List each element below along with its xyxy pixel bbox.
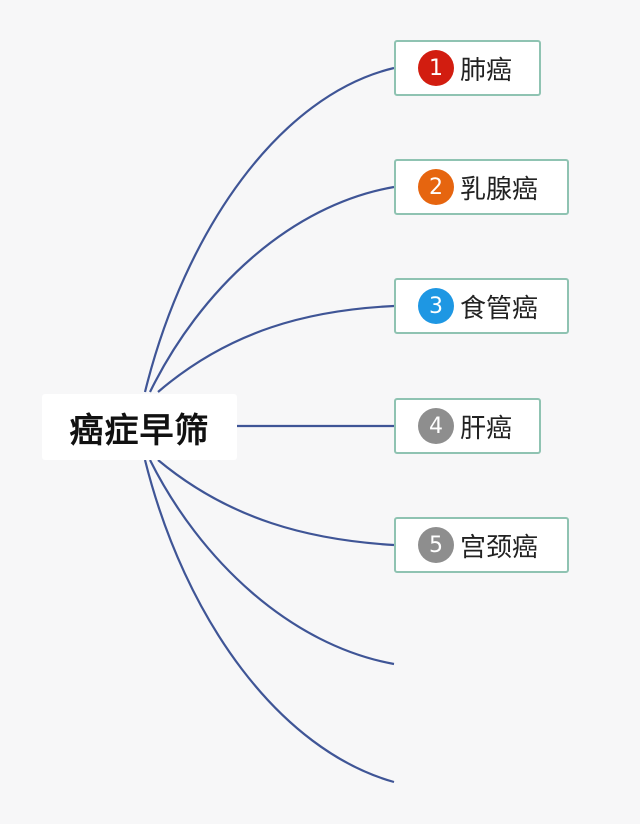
root-label: 癌症早筛 [69,410,210,451]
branch-node-2[interactable]: 2 乳腺癌 [394,159,569,215]
connector-line-3 [157,304,395,393]
branch-label-1: 肺癌 [460,55,513,86]
branch-node-3[interactable]: 3 食管癌 [394,278,569,334]
number-badge-5: 5 [418,527,454,563]
number-badge-1: 1 [418,50,454,86]
branch-label-5: 宫颈癌 [460,532,539,563]
number-badge-3: 3 [418,288,454,324]
connector-line-7 [143,459,395,784]
connector-line-5 [157,459,395,547]
connector-line-2 [149,185,395,393]
branch-node-4[interactable]: 4 肝癌 [394,398,541,454]
branch-node-1[interactable]: 1 肺癌 [394,40,541,96]
branch-label-3: 食管癌 [460,293,539,324]
branch-label-2: 乳腺癌 [460,174,539,205]
branch-label-4: 肝癌 [460,413,513,444]
root-node[interactable]: 癌症早筛 [42,394,237,460]
connector-line-6 [149,459,395,666]
branch-node-5[interactable]: 5 宫颈癌 [394,517,569,573]
connector-line-1 [143,66,395,393]
number-badge-2: 2 [418,169,454,205]
number-badge-4: 4 [418,408,454,444]
